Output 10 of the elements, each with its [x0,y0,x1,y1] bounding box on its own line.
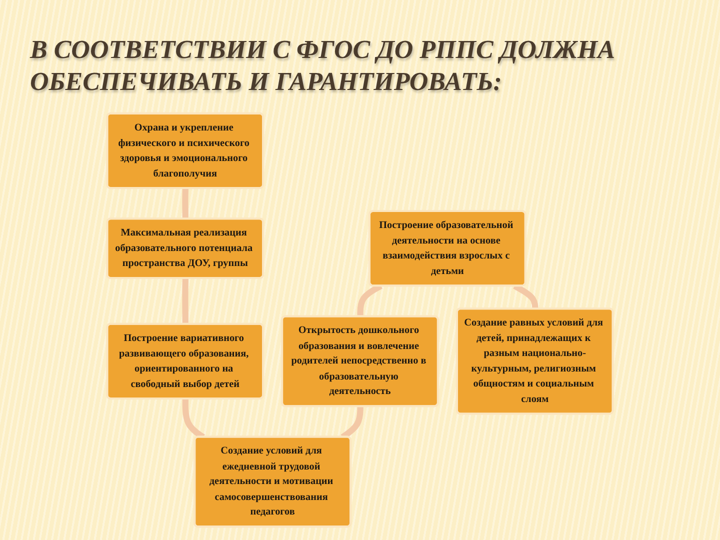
process-box: Открытость дошкольного образования и вовлечение родителей непосредственно в образовательную деятельность [281,315,439,408]
process-box: Максимальная реализация образовательного потенциала пространства ДОУ, группы [106,218,264,279]
process-box: Создание условий для ежедневной трудовой деятельности и мотивации самосовершенствования педагогов [194,436,352,528]
connector-line [182,278,188,324]
connector-line [182,187,188,220]
process-box: Построение образовательной деятельности на основе взаимодействия взрослых с детьми [368,210,526,287]
slide-title: В СООТВЕТСТВИИ С ФГОС ДО РППС ДОЛЖНА ОБЕСПЕЧИВАТЬ И ГАРАНТИРОВАТЬ: [30,34,616,98]
process-box: Охрана и укрепление физического и психического здоровья и эмоционального благополучия [106,112,264,189]
process-box: Построение вариативного развивающего образования, ориентированного на свободный выбор детей [106,322,264,400]
process-box: Создание равных условий для детей, принадлежащих к разным национально-культурным, религиозным общностям и социальным слоям [456,308,614,415]
